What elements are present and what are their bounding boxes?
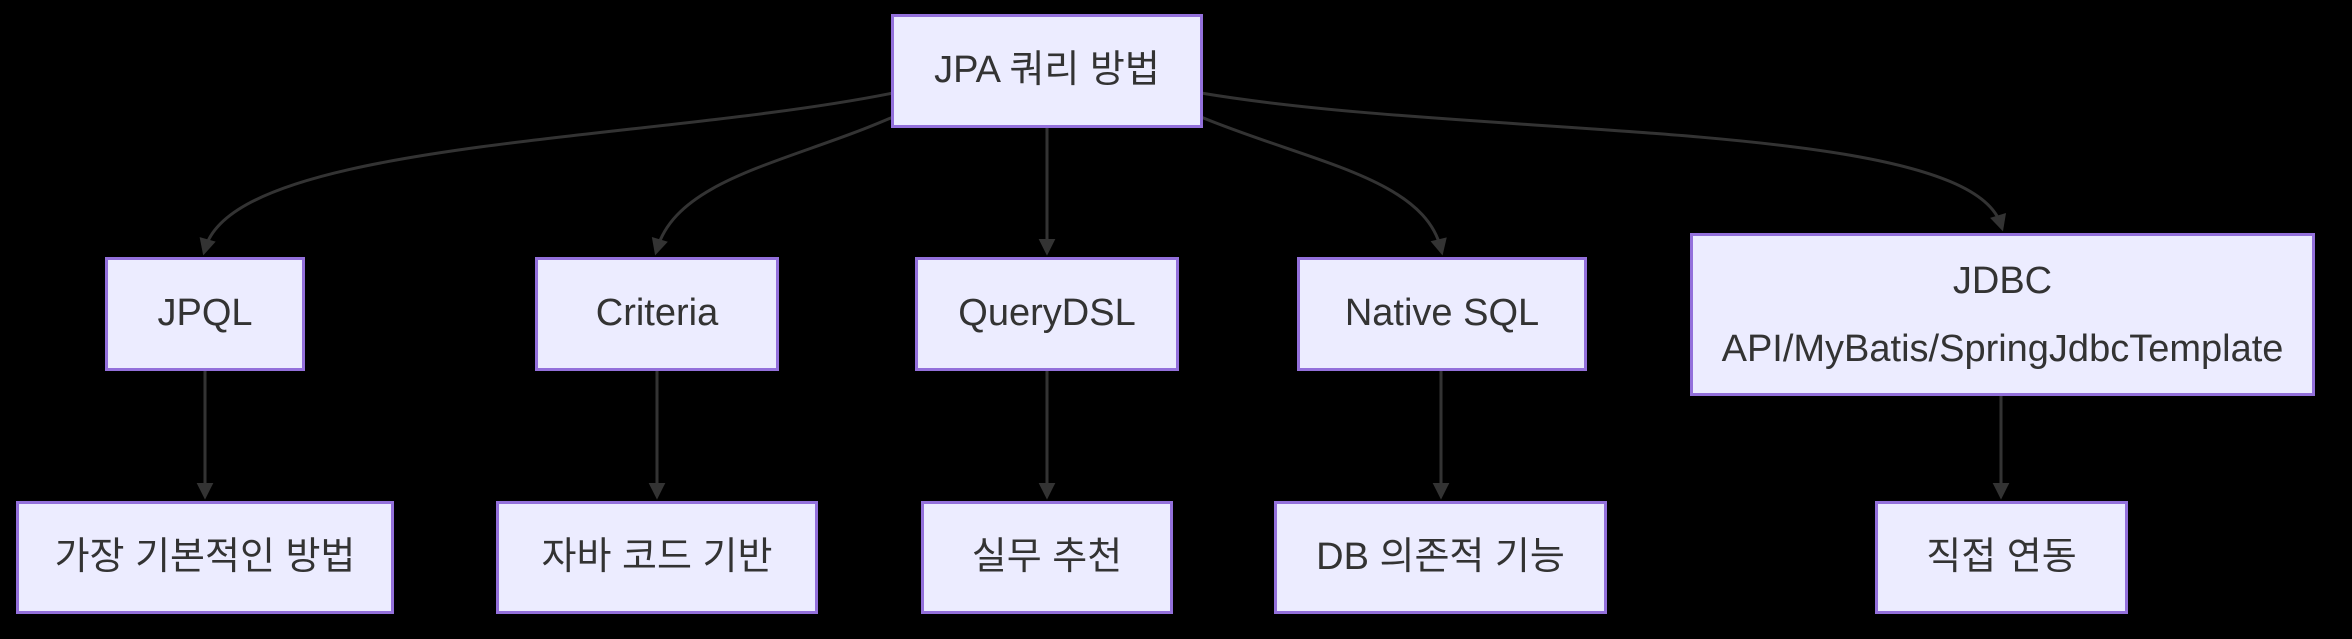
node-criteria-label: Criteria <box>595 292 719 335</box>
node-criteria: Criteria <box>535 257 779 371</box>
node-native-sql-description: DB 의존적 기능 <box>1274 501 1607 614</box>
edge-root-to-criteria <box>651 115 894 256</box>
node-jdbc-label-line2: API/MyBatis/SpringJdbcTemplate <box>1721 327 2284 370</box>
node-querydsl-description: 실무 추천 <box>921 501 1173 614</box>
node-querydsl-label: QueryDSL <box>958 292 1136 335</box>
node-native-sql-description-label: DB 의존적 기능 <box>1316 535 1565 578</box>
node-jdbc-description: 직접 연동 <box>1875 501 2128 614</box>
node-native-sql: Native SQL <box>1297 257 1587 371</box>
node-criteria-description-label: 자바 코드 기반 <box>541 535 773 578</box>
node-jdbc: JDBC API/MyBatis/SpringJdbcTemplate <box>1690 233 2315 396</box>
node-jdbc-description-label: 직접 연동 <box>1926 535 2077 578</box>
node-jpql-description: 가장 기본적인 방법 <box>16 501 394 614</box>
node-jpql-label: JPQL <box>157 292 253 335</box>
node-jpql: JPQL <box>105 257 305 371</box>
edge-root-to-jpql <box>199 91 894 256</box>
node-criteria-description: 자바 코드 기반 <box>496 501 818 614</box>
edge-root-to-native-sql <box>1200 115 1447 256</box>
edge-root-to-jdbc <box>1200 91 2006 232</box>
node-jpa-query-method: JPA 쿼리 방법 <box>891 14 1203 128</box>
node-native-sql-label: Native SQL <box>1344 292 1540 335</box>
node-querydsl: QueryDSL <box>915 257 1179 371</box>
node-querydsl-description-label: 실무 추천 <box>971 535 1123 578</box>
node-jpa-query-method-label: JPA 쿼리 방법 <box>934 49 1160 92</box>
node-jpql-description-label: 가장 기본적인 방법 <box>54 535 356 578</box>
node-jdbc-label-line1: JDBC <box>1952 259 2053 302</box>
